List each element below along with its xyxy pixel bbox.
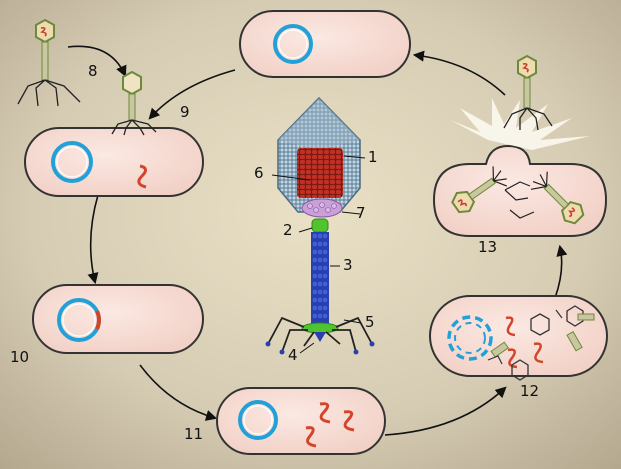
empty-capsid-icon	[530, 313, 550, 336]
label-6: 6	[254, 164, 264, 182]
capsid-dna-icon	[297, 148, 343, 198]
bacterium-cell-lysis	[432, 54, 608, 237]
phage-dna-strand-icon	[319, 402, 331, 424]
cycle-arrow-icon	[384, 386, 507, 436]
cycle-arrow-icon	[139, 364, 218, 421]
tail-fiber-icon	[17, 79, 81, 107]
tail-fiber-icon	[504, 181, 535, 219]
tail-piece-icon	[577, 313, 595, 321]
bacterium-cell-top	[239, 10, 411, 78]
cycle-arrow-icon	[554, 244, 568, 299]
phage-head-icon	[35, 18, 55, 44]
tail-fiber-icon	[111, 119, 157, 136]
circular-dna-icon	[238, 400, 278, 440]
degraded-dna-icon	[447, 315, 493, 361]
tail-fiber-icon	[530, 171, 548, 190]
bacterium-cell-integration	[32, 284, 204, 354]
empty-capsid-icon	[566, 305, 584, 327]
bacterium-cell-replication	[216, 387, 386, 455]
cycle-arrow-icon	[148, 69, 236, 120]
label-13: 13	[478, 238, 498, 256]
phage-dna-strand-icon	[505, 316, 516, 337]
detailed-bacteriophage	[265, 96, 375, 355]
tail-fiber-icon	[492, 166, 508, 187]
phage-dna-strand-icon	[137, 164, 147, 189]
bacterium-cell-icon	[429, 295, 608, 377]
label-12: 12	[520, 382, 540, 400]
bacterium-cell-assembly	[429, 295, 608, 381]
cycle-arrow-icon	[412, 50, 506, 96]
collar-icon	[311, 218, 329, 233]
tail-piece-icon	[566, 331, 583, 352]
phage-head-icon	[451, 190, 476, 214]
label-3: 3	[343, 256, 353, 274]
circular-dna-icon	[51, 141, 93, 183]
tail-sheath-icon	[311, 232, 329, 324]
free-phage-8	[17, 18, 81, 107]
phage-dna-strand-icon	[533, 342, 544, 364]
portal-complex-icon	[301, 198, 343, 218]
bacterium-cell-infection	[24, 70, 204, 197]
label-2: 2	[283, 221, 293, 239]
adsorption-arrow-icon	[67, 45, 127, 78]
label-11: 11	[184, 425, 204, 443]
phage-dna-strand-icon	[305, 426, 317, 448]
cell-debris-icon	[450, 98, 590, 150]
label-7: 7	[356, 204, 366, 222]
tail-fiber-icon	[267, 316, 373, 353]
tail-spike-icon	[314, 332, 326, 342]
leader-lines	[271, 155, 366, 354]
phage-head-icon	[560, 200, 585, 225]
bacterium-cell-icon	[216, 387, 386, 455]
tail-fiber-icon	[503, 107, 553, 131]
circular-dna-icon	[273, 24, 313, 64]
label-5: 5	[365, 313, 375, 331]
empty-phage-head-icon	[122, 70, 142, 96]
baseplate-icon	[301, 322, 339, 334]
phage-dna-strand-icon	[343, 410, 355, 432]
empty-capsid-icon	[511, 359, 529, 381]
integrated-phage-dna-icon	[95, 310, 101, 330]
tail-piece-icon	[490, 341, 509, 358]
bacterium-cell-icon	[239, 10, 411, 78]
tail-fiber-icon	[487, 309, 563, 365]
label-10: 10	[10, 348, 30, 366]
cycle-arrow-icon	[87, 194, 99, 285]
label-1: 1	[368, 148, 378, 166]
label-9: 9	[180, 103, 190, 121]
label-8: 8	[88, 62, 98, 80]
label-4: 4	[288, 346, 298, 364]
phage-head-icon	[517, 54, 537, 80]
